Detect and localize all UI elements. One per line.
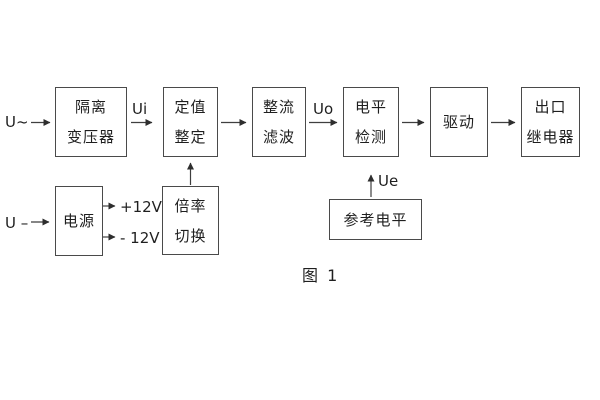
block-output-relay: 出口 继电器 [521, 87, 580, 157]
block-label-line: 变压器 [66, 128, 115, 146]
block-isolation-transformer: 隔离 变压器 [55, 87, 127, 157]
block-label-line: 切换 [174, 226, 207, 245]
block-label-line: 驱动 [442, 113, 475, 131]
block-label-line: 电源 [62, 212, 95, 230]
block-power-supply: 电源 [55, 186, 103, 256]
block-driver: 驱动 [430, 87, 488, 157]
block-label-line: 整流 [262, 98, 295, 116]
label-pos-rail: +12V [120, 198, 162, 216]
block-ratio-switch: 倍率 切换 [162, 186, 219, 255]
block-label-line: 定值 [174, 98, 207, 116]
block-level-detection: 电平 检测 [343, 87, 399, 157]
block-label-line: 继电器 [526, 128, 575, 146]
label-ue: Ue [378, 172, 399, 190]
block-value-setting: 定值 整定 [163, 87, 218, 157]
figure-caption: 图 1 [302, 266, 340, 285]
block-reference-level: 参考电平 [329, 199, 422, 240]
block-label-line: 参考电平 [343, 210, 408, 229]
label-uo: Uo [313, 100, 334, 118]
label-dc-input: U – [5, 214, 29, 232]
block-label-line: 滤波 [262, 128, 295, 146]
block-label-line: 电平 [354, 98, 387, 116]
block-label-line: 出口 [534, 98, 567, 116]
block-label-line: 倍率 [174, 196, 207, 215]
label-ui: Ui [132, 100, 148, 118]
label-neg-rail: - 12V [120, 229, 160, 247]
label-ac-input: U~ [5, 113, 29, 131]
block-label-line: 隔离 [74, 98, 107, 116]
block-rectifier-filter: 整流 滤波 [252, 87, 306, 157]
block-label-line: 整定 [174, 128, 207, 146]
block-label-line: 检测 [354, 128, 387, 146]
